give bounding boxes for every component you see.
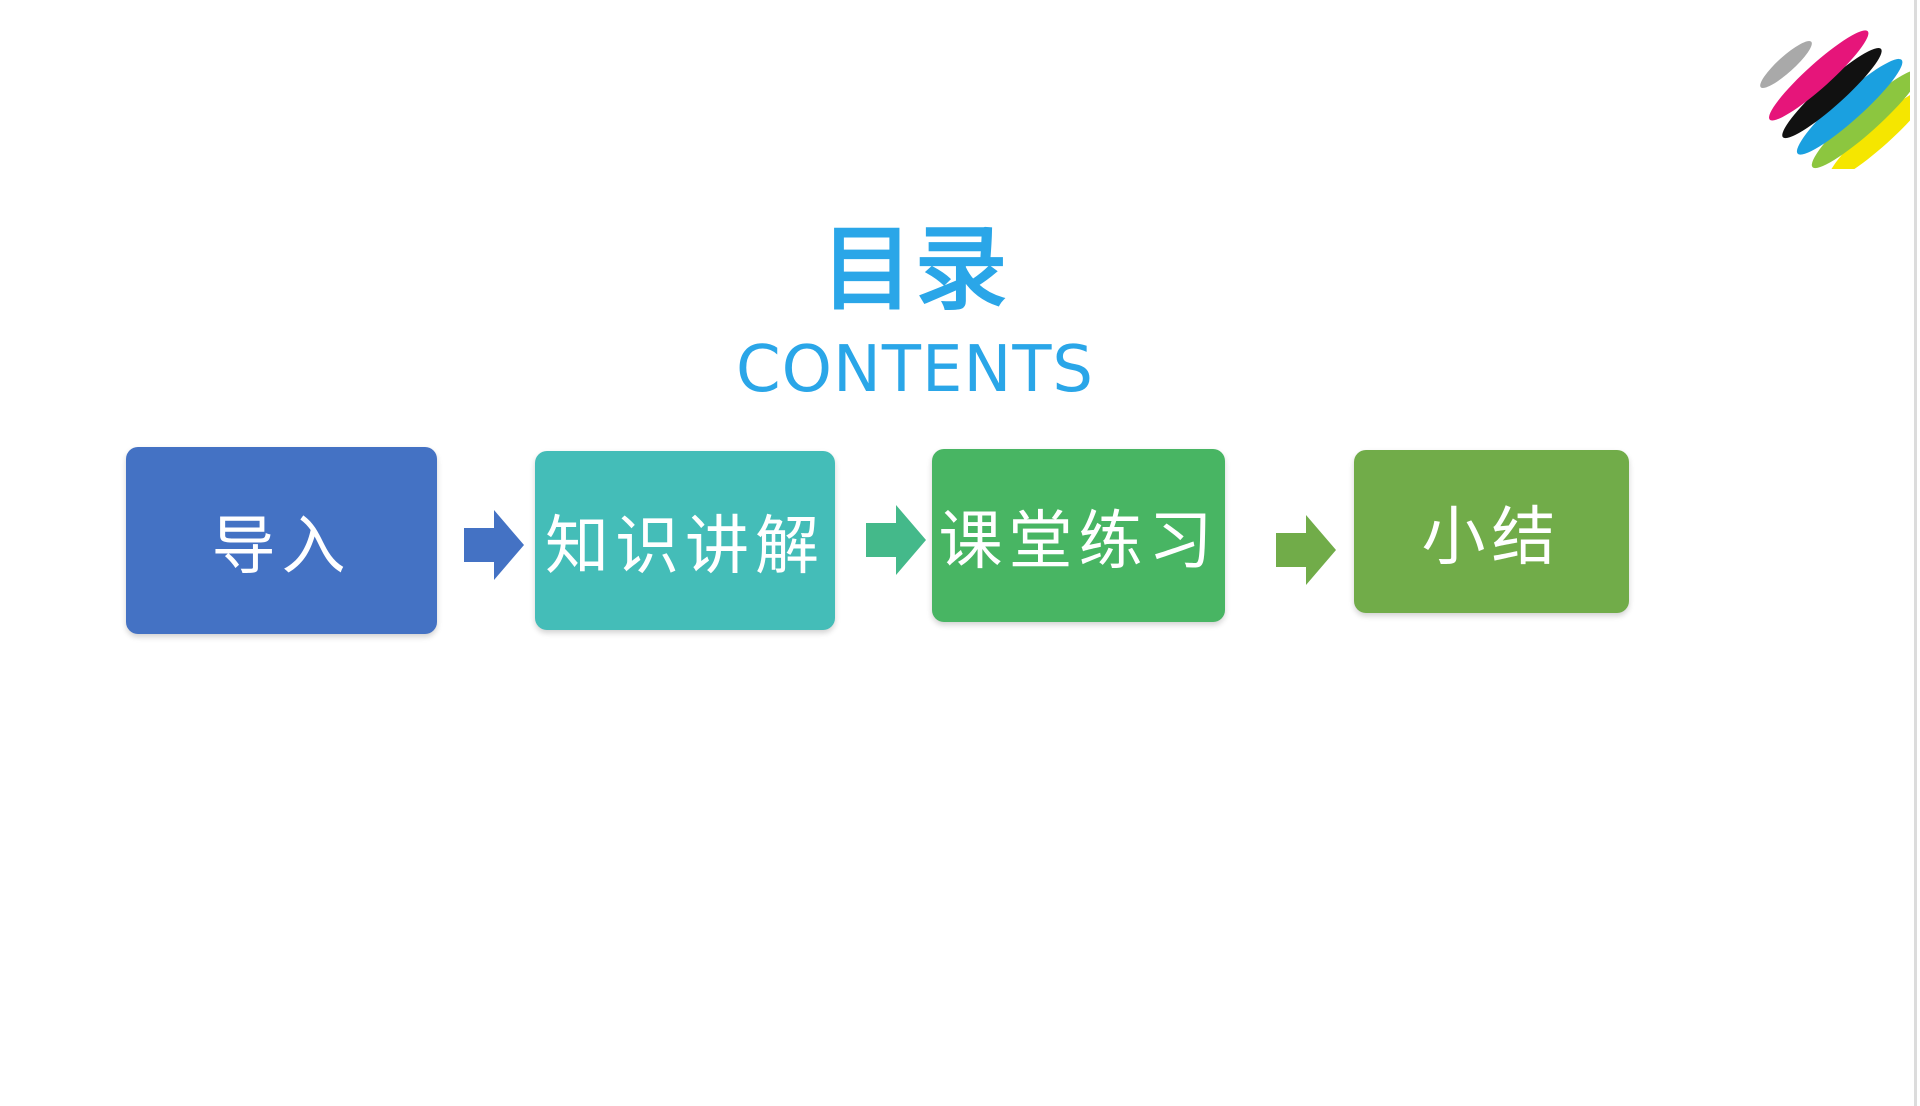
step-label: 小结 [1421, 500, 1562, 575]
step-label: 导入 [211, 509, 352, 584]
step-knowledge[interactable]: 知识讲解 [535, 451, 835, 630]
color-swoosh-logo-icon [1760, 4, 1920, 181]
step-practice[interactable]: 课堂练习 [932, 449, 1225, 622]
slide-edge [1914, 0, 1917, 1106]
arrow-right-icon [1276, 515, 1336, 585]
step-label: 知识讲解 [545, 509, 825, 584]
step-label: 课堂练习 [938, 504, 1219, 579]
step-intro[interactable]: 导入 [126, 447, 437, 634]
page-title: 目录 [820, 216, 1009, 323]
arrow-right-icon [866, 505, 926, 575]
step-summary[interactable]: 小结 [1354, 450, 1629, 613]
page-subtitle: CONTENTS [735, 333, 1095, 407]
arrow-right-icon [464, 510, 524, 580]
